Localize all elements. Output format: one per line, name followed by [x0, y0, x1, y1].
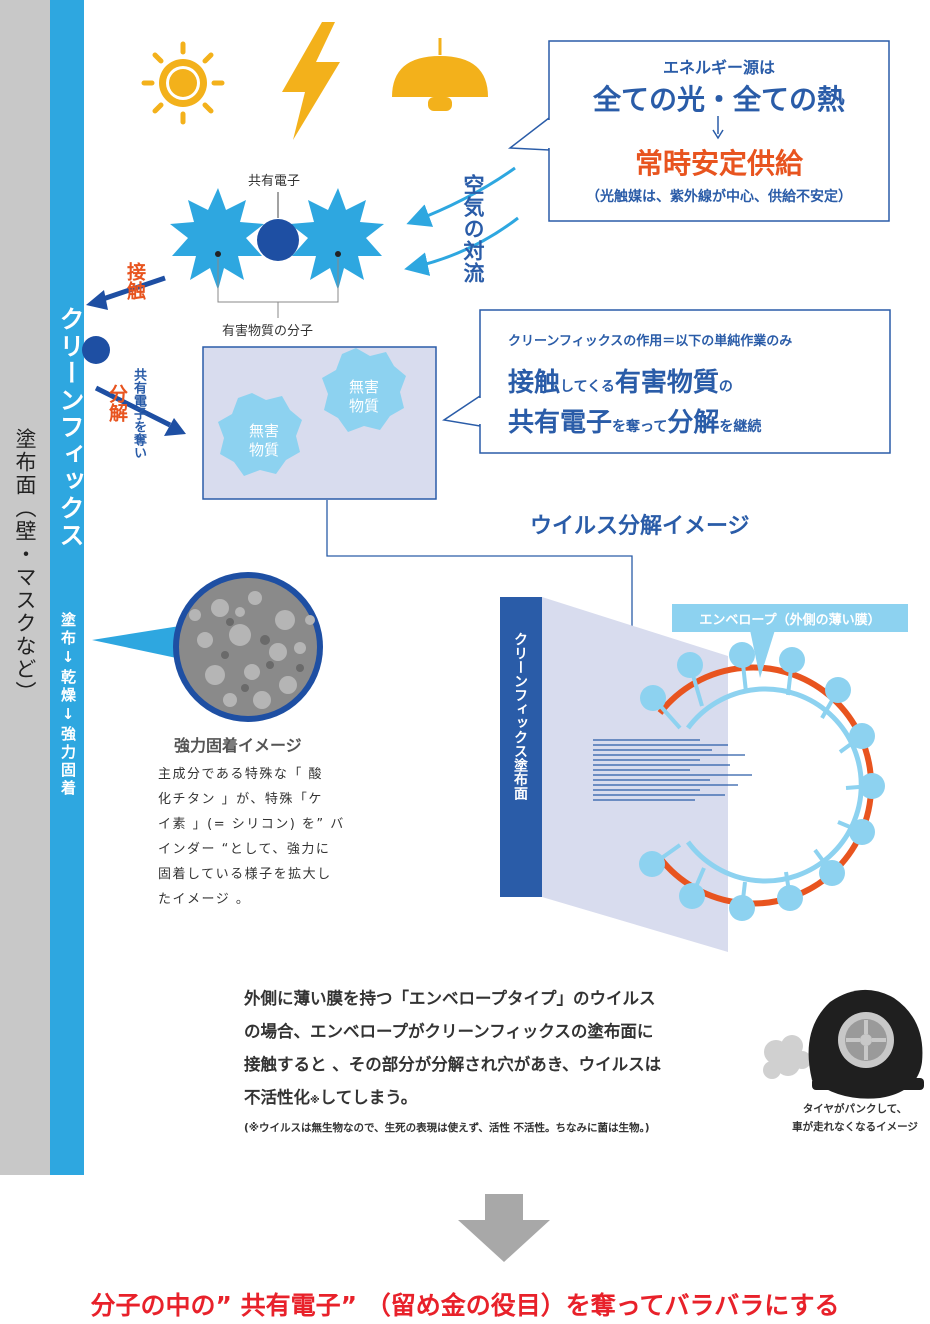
action-line2: 接触してくる有害物質の — [508, 362, 733, 399]
action-word-no: の — [718, 379, 733, 395]
surface-paren: （壁・マスクなど） — [13, 497, 37, 704]
lightning-icon — [282, 22, 340, 140]
harmless-label-2: 無害 物質 — [336, 378, 392, 416]
virus-title: ウイルス分解イメージ — [530, 514, 750, 539]
tire-icon — [763, 989, 924, 1099]
tire-caption-line-2: 車が走れなくなるイメージ — [792, 1121, 918, 1133]
coating-panel-label: クリーンフィックス塗布面 — [512, 632, 528, 800]
action-word-shared: 共有電子 — [508, 408, 613, 438]
action-word-contact: 接触 — [508, 368, 561, 398]
cleanfix-bar — [50, 0, 84, 1175]
fixation-desc: 主成分である特殊な「 酸 化チタン 」が、特殊「ケ イ素 」(= シリコン) を… — [158, 762, 345, 912]
conclusion: 分子の中の” 共有電子” （留め金の役目）を奪ってバラバラにする — [90, 1291, 840, 1320]
convection-label: 空気の対流 — [461, 174, 485, 284]
lamp-icon — [392, 38, 488, 111]
molecule-label: 有害物質の分子 — [222, 324, 314, 339]
harmless-label-1: 無害 物質 — [236, 422, 292, 460]
fixation-line-1: 主成分である特殊な「 酸 — [158, 767, 324, 782]
explanation-line-4-rest: してしまう。 — [319, 1088, 418, 1107]
harmless-label-2-bottom: 物質 — [348, 396, 379, 415]
explanation-note-mark: ※ — [310, 1095, 320, 1106]
action-word-coming: してくる — [560, 379, 615, 395]
fixation-title: 強力固着イメージ — [174, 736, 302, 755]
surface-bar — [0, 0, 50, 1175]
action-word-take: を奪って — [612, 419, 668, 435]
shared-electron-label: 共有電子 — [248, 174, 301, 189]
action-line3: 共有電子を奪って分解を継続 — [508, 402, 761, 439]
tire-caption: タイヤがパンクして、 車が走れなくなるイメージ — [780, 1100, 930, 1136]
explanation-inactivate: 不活性化 — [244, 1088, 310, 1107]
harmless-label-1-top: 無害 — [248, 422, 279, 440]
contact-label: 接触 — [124, 262, 146, 300]
fixation-line-6: たイメージ 。 — [158, 892, 251, 907]
surface-label: 塗布面（壁・マスクなど） — [10, 428, 40, 704]
fixation-line-3: イ素 」(= シリコン) を” バ — [158, 817, 345, 832]
fixation-line-2: 化チタン 」が、特殊「ケ — [158, 792, 323, 807]
harmless-blob-1 — [218, 393, 302, 476]
explanation-line-3: 接触すると 、その部分が分解され穴があき、ウイルスは — [244, 1055, 662, 1074]
virus — [639, 642, 885, 921]
harmless-label-2-top: 無害 — [348, 378, 379, 396]
action-word-continue: を継続 — [719, 419, 762, 435]
energy-line1: エネルギー源は — [662, 58, 775, 77]
fixation-line-4: インダー “として、強力に — [158, 842, 331, 857]
action-word-harmful: 有害物質 — [614, 368, 719, 398]
explanation-line-1: 外側に薄い膜を持つ「エンベロープタイプ」のウイルス — [244, 989, 656, 1008]
explanation: 外側に薄い膜を持つ「エンベロープタイプ」のウイルス の場合、エンベロープがクリー… — [244, 982, 661, 1117]
surface-label-text: 塗布面 — [13, 428, 37, 497]
envelope-label: エンベロープ（外側の薄い膜） — [699, 613, 881, 628]
down-arrow-icon — [458, 1194, 550, 1262]
fixation-micrograph — [173, 572, 323, 722]
take-electron-label: 共有電子を奪い — [131, 368, 146, 459]
sun-icon — [141, 41, 225, 125]
cleanfix-title: クリーンフィックス — [56, 306, 85, 549]
action-line1: クリーンフィックスの作用＝以下の単純作業のみ — [508, 334, 793, 349]
energy-line4: （光触媒は、紫外線が中心、供給不安定） — [586, 189, 852, 205]
action-word-decompose: 分解 — [667, 408, 720, 438]
decompose-label: 分解 — [106, 384, 128, 422]
tire-caption-line-1: タイヤがパンクして、 — [802, 1103, 908, 1115]
energy-line2: 全ての光・全ての熱 — [592, 83, 845, 116]
harmless-blob-2 — [322, 348, 406, 432]
harmless-label-1-bottom: 物質 — [248, 440, 279, 459]
explanation-line-4: 不活性化※してしまう。 — [244, 1081, 661, 1117]
fixation-line-5: 固着している様子を拡大し — [158, 867, 332, 882]
energy-line3: 常時安定供給 — [634, 147, 803, 180]
explanation-note: (※ウイルスは無生物なので、生死の表現は使えず、活性 不活性。ちなみに菌は生物。… — [244, 1122, 650, 1134]
molecule — [170, 188, 384, 318]
explanation-line-2: の場合、エンベロープがクリーンフィックスの塗布面に — [244, 1022, 654, 1041]
cleanfix-process: 塗布↓乾燥↓強力固着 — [59, 612, 77, 798]
